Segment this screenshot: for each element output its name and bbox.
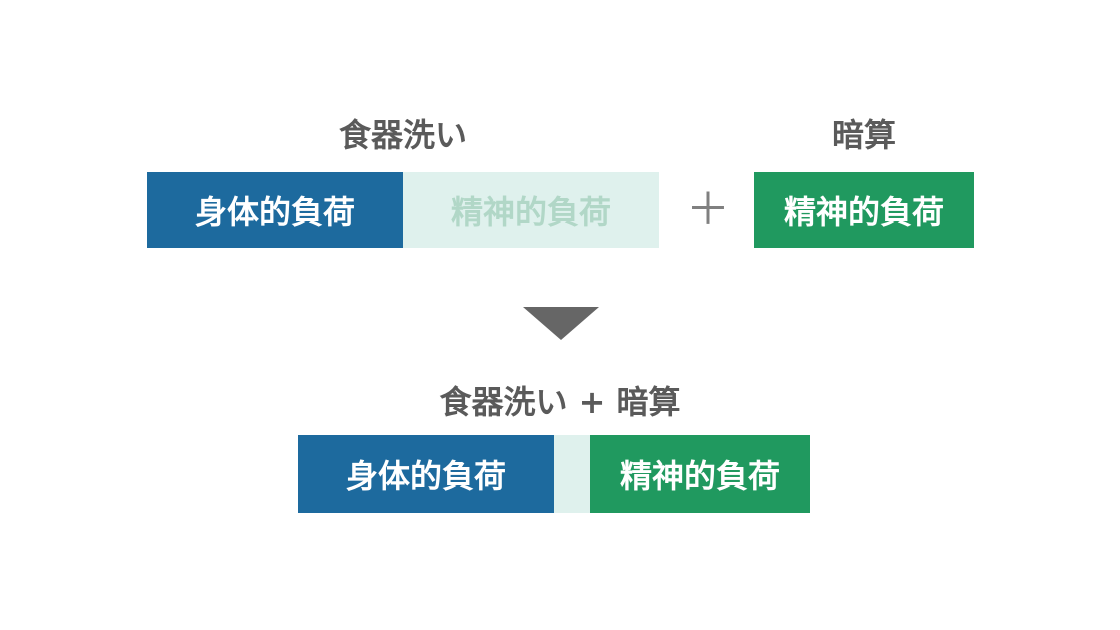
plus-icon: ＋ bbox=[686, 184, 730, 235]
mental-math-mental-load: 精神的負荷 bbox=[754, 172, 974, 248]
dishwashing-mental-load: 精神的負荷 bbox=[403, 172, 659, 248]
combined-mental-load: 精神的負荷 bbox=[590, 435, 810, 513]
dishwashing-physical-load: 身体的負荷 bbox=[147, 172, 403, 248]
combined-physical-load: 身体的負荷 bbox=[298, 435, 554, 513]
combined-mental-overlap bbox=[554, 435, 590, 513]
dishwashing-title: 食器洗い bbox=[338, 116, 467, 154]
mental-math-title: 暗算 bbox=[831, 116, 896, 154]
combined-title: 食器洗い + 暗算 bbox=[439, 383, 681, 421]
down-triangle-icon bbox=[523, 307, 599, 340]
